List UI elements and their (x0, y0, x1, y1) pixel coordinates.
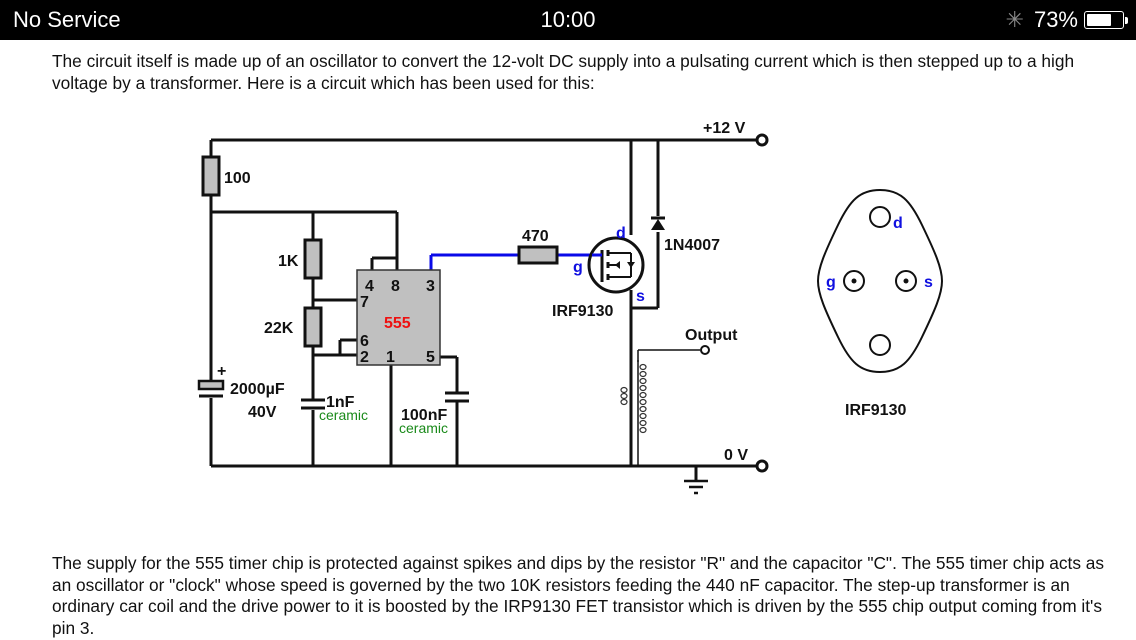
terminal-12v (755, 133, 769, 147)
battery-percent: 73% (1033, 7, 1078, 32)
supply-label: +12 V (703, 120, 746, 137)
fet-label: IRF9130 (552, 303, 613, 320)
coil-loop (639, 426, 647, 434)
capacitor-2000uf (197, 379, 225, 391)
coil-loop (639, 370, 647, 378)
fet-gate-label: g (573, 259, 583, 276)
resistor-470 (517, 245, 559, 265)
package-source-label: s (924, 274, 933, 291)
package-gate-label: g (826, 274, 836, 291)
pin-6: 6 (360, 333, 369, 350)
coil-loop (639, 377, 647, 385)
coil-loop (620, 398, 628, 406)
carrier-status: No Service (13, 7, 121, 32)
c-timing-type: ceramic (319, 407, 368, 423)
coil-loop (639, 363, 647, 371)
r-supply-label: 100 (224, 170, 251, 187)
pin-8: 8 (391, 278, 400, 295)
r2-label: 22K (264, 320, 294, 337)
pin-2: 2 (360, 349, 369, 366)
resistor-22k (303, 306, 323, 348)
pin-5: 5 (426, 349, 435, 366)
battery-icon (1084, 11, 1124, 29)
ic-555 (356, 269, 441, 366)
status-bar: No Service 10:00 ✳ 73% (0, 0, 1136, 40)
output-label: Output (685, 327, 738, 344)
explanation-paragraph: The supply for the 555 timer chip is pro… (52, 553, 1105, 638)
wires (209, 138, 756, 481)
status-right: ✳ 73% (1006, 7, 1128, 33)
battery-fill (1087, 14, 1111, 26)
coil-loop (639, 405, 647, 413)
mosfet-symbol (587, 236, 645, 294)
terminal-output (700, 345, 710, 355)
pin-1: 1 (386, 349, 395, 366)
battery-tip (1125, 16, 1128, 24)
pin-3: 3 (426, 278, 435, 295)
c-timing-label: 1nF (326, 394, 355, 411)
transformer-symbol (620, 363, 647, 434)
coil-loop (639, 412, 647, 420)
coil-loop (639, 384, 647, 392)
pin-4: 4 (365, 278, 374, 295)
coil-loop (639, 398, 647, 406)
r-gate-label: 470 (522, 228, 549, 245)
intro-paragraph: The circuit itself is made up of an osci… (52, 51, 1075, 93)
terminal-0v (755, 459, 769, 473)
cap-polarity-label: + (217, 363, 226, 380)
resistor-1k (303, 238, 323, 280)
package-label: IRF9130 (845, 402, 906, 419)
coil-loop (639, 419, 647, 427)
r1-label: 1K (278, 253, 299, 270)
c-control-type: ceramic (399, 420, 448, 436)
package-drain-label: d (893, 215, 903, 232)
coil-loop (620, 392, 628, 400)
fet-drain-label: d (616, 225, 626, 242)
ground-icon (684, 479, 708, 495)
coil-loop (620, 386, 628, 394)
c-control-label: 100nF (401, 407, 447, 424)
chip-label: 555 (384, 315, 411, 332)
to3-package (816, 188, 944, 374)
diode-symbol (651, 216, 665, 230)
c-supply-voltage: 40V (248, 404, 277, 421)
ground-label: 0 V (724, 447, 748, 464)
fet-source-label: s (636, 288, 645, 305)
diode-label: 1N4007 (664, 237, 720, 254)
coil-loop (639, 391, 647, 399)
gate-wire (429, 253, 592, 270)
resistor-100 (201, 155, 221, 197)
pin-7: 7 (360, 294, 369, 311)
bluetooth-icon: ✳ (1005, 7, 1024, 32)
c-supply-label: 2000µF (230, 381, 285, 398)
